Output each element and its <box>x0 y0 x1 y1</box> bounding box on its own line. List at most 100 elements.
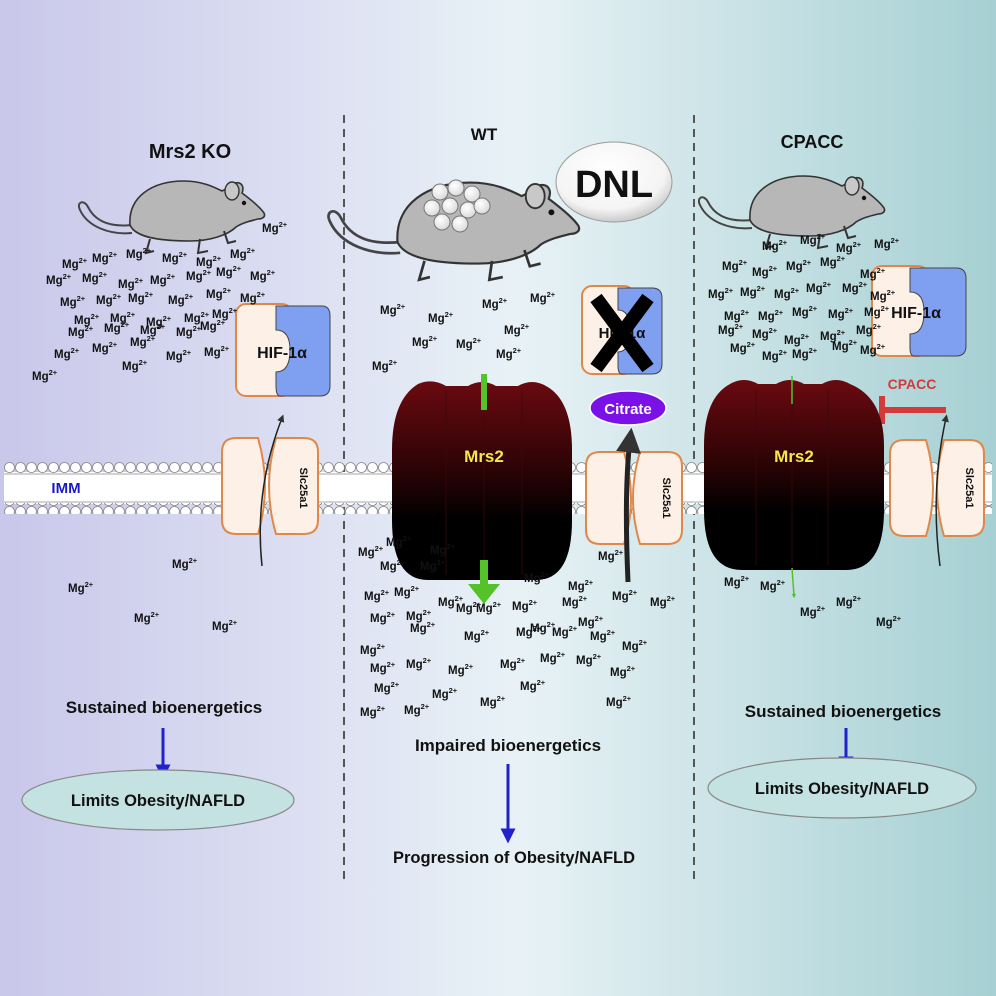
hif-label-left: HIF-1α <box>257 345 307 362</box>
mg-ion-label: Mg2+ <box>130 334 156 349</box>
dnl-ellipse <box>555 141 673 223</box>
mg-ion-label: Mg2+ <box>820 254 846 269</box>
mg-ion-label: Mg2+ <box>146 314 172 329</box>
mg-ion-label: Mg2+ <box>140 322 166 337</box>
mg-ion-label: Mg2+ <box>406 656 432 671</box>
mg-ion-label: Mg2+ <box>496 346 522 361</box>
mg-ion-label: Mg2+ <box>262 220 288 235</box>
mg-ion-label: Mg2+ <box>842 280 868 295</box>
mg-ion-label: Mg2+ <box>832 338 858 353</box>
mg-ion-label: Mg2+ <box>32 368 58 383</box>
mg-ion-label: Mg2+ <box>516 624 542 639</box>
mg-ion-label: Mg2+ <box>540 650 566 665</box>
mg-ion-label: Mg2+ <box>54 346 80 361</box>
mg-ion-label: Mg2+ <box>186 268 212 283</box>
mg-ion-label: Mg2+ <box>836 594 862 609</box>
mg-ion-label: Mg2+ <box>456 600 482 615</box>
right-panel-title: CPACC <box>781 132 844 152</box>
mg-ion-label: Mg2+ <box>856 322 882 337</box>
mg-ion-label: Mg2+ <box>438 594 464 609</box>
mg-ion-label: Mg2+ <box>240 290 266 305</box>
mg-ion-label: Mg2+ <box>96 292 122 307</box>
mg-ion-label: Mg2+ <box>104 320 130 335</box>
mg-ion-label: Mg2+ <box>864 304 890 319</box>
mg-ion-label: Mg2+ <box>404 702 430 717</box>
mg-influx-arrowhead <box>468 584 500 604</box>
dnl-label: DNL <box>575 164 653 206</box>
imm-label: IMM <box>51 480 80 497</box>
slc25a1-transporter-center <box>585 451 683 545</box>
mg-ion-label: Mg2+ <box>476 600 502 615</box>
mg-ion-label: Mg2+ <box>568 578 594 593</box>
mg-ion-label: Mg2+ <box>92 250 118 265</box>
mg-ion-label: Mg2+ <box>480 694 506 709</box>
cpacc-inhibitor-label: CPACC <box>888 376 937 392</box>
mg-ion-label: Mg2+ <box>74 312 100 327</box>
mg-ion-label: Mg2+ <box>722 258 748 273</box>
lipid-droplets-icon <box>423 179 491 233</box>
mg-ion-label: Mg2+ <box>762 348 788 363</box>
mg-ion-label: Mg2+ <box>786 258 812 273</box>
mg-ion-label: Mg2+ <box>752 326 778 341</box>
mg-ion-label: Mg2+ <box>792 346 818 361</box>
mg-ion-label: Mg2+ <box>806 280 832 295</box>
mg-influx-arrow-right-bottom <box>791 567 797 599</box>
mg-ion-label: Mg2+ <box>610 664 636 679</box>
slc25a1-label-center: Slc25a1 <box>660 478 672 519</box>
mg-ion-label: Mg2+ <box>598 548 624 563</box>
mg-ion-label: Mg2+ <box>752 264 778 279</box>
mg-ion-label: Mg2+ <box>230 246 256 261</box>
mg-ion-label: Mg2+ <box>520 678 546 693</box>
mg-ion-label: Mg2+ <box>118 276 144 291</box>
mg-ion-label: Mg2+ <box>482 296 508 311</box>
mg-ion-label: Mg2+ <box>372 358 398 373</box>
mg-ion-label: Mg2+ <box>166 348 192 363</box>
mg-ion-label: Mg2+ <box>82 270 108 285</box>
mg-ion-label: Mg2+ <box>62 256 88 271</box>
mg-ion-label: Mg2+ <box>612 588 638 603</box>
mg-ion-label: Mg2+ <box>176 324 202 339</box>
mg-ion-label: Mg2+ <box>92 340 118 355</box>
hif-complex-left <box>235 303 331 397</box>
mg-ion-label: Mg2+ <box>60 294 86 309</box>
slc25a1-label-left: Slc25a1 <box>297 468 309 509</box>
mg-ion-label: Mg2+ <box>370 660 396 675</box>
mg-ion-label: Mg2+ <box>762 238 788 253</box>
right-outcome-result: Limits Obesity/NAFLD <box>755 780 929 798</box>
mrs2-label-right: Mrs2 <box>774 447 814 466</box>
mg-ion-label: Mg2+ <box>394 584 420 599</box>
mg-ion-label: Mg2+ <box>464 628 490 643</box>
mg-ion-label: Mg2+ <box>828 306 854 321</box>
mg-ion-label: Mg2+ <box>46 272 72 287</box>
mg-ion-label: Mg2+ <box>68 324 94 339</box>
citrate-ellipse <box>589 390 667 426</box>
mg-ion-label: Mg2+ <box>718 322 744 337</box>
mg-ion-label: Mg2+ <box>504 322 530 337</box>
mg-ion-label: Mg2+ <box>860 342 886 357</box>
center-outcome-text: Impaired bioenergetics <box>415 736 601 755</box>
mg-ion-label: Mg2+ <box>360 704 386 719</box>
mg-ion-label: Mg2+ <box>606 694 632 709</box>
mg-ion-label: Mg2+ <box>360 642 386 657</box>
mg-ion-label: Mg2+ <box>250 268 276 283</box>
mg-ion-label: Mg2+ <box>456 336 482 351</box>
slc25a1-transporter-left <box>221 437 319 535</box>
mg-ion-label: Mg2+ <box>162 250 188 265</box>
mg-ion-label: Mg2+ <box>800 232 826 247</box>
center-panel-title: WT <box>471 125 498 144</box>
imm-label-box <box>30 476 102 500</box>
left-outcome-result: Limits Obesity/NAFLD <box>71 792 245 810</box>
mg-ion-label: Mg2+ <box>774 286 800 301</box>
mg-ion-label: Mg2+ <box>860 266 886 281</box>
mg-ion-label: Mg2+ <box>364 588 390 603</box>
mg-ion-label: Mg2+ <box>524 570 550 585</box>
mg-ion-label: Mg2+ <box>430 542 456 557</box>
left-outcome-ellipse <box>21 769 295 831</box>
mg-ion-label: Mg2+ <box>196 254 222 269</box>
mg-ion-layer: Mg2+Mg2+Mg2+Mg2+Mg2+Mg2+Mg2+Mg2+Mg2+Mg2+… <box>32 220 902 719</box>
mg-ion-label: Mg2+ <box>420 558 446 573</box>
mg-ion-label: Mg2+ <box>622 638 648 653</box>
mg-ion-label: Mg2+ <box>204 344 230 359</box>
center-outcome-result: Progression of Obesity/NAFLD <box>393 849 635 867</box>
mg-ion-label: Mg2+ <box>792 304 818 319</box>
